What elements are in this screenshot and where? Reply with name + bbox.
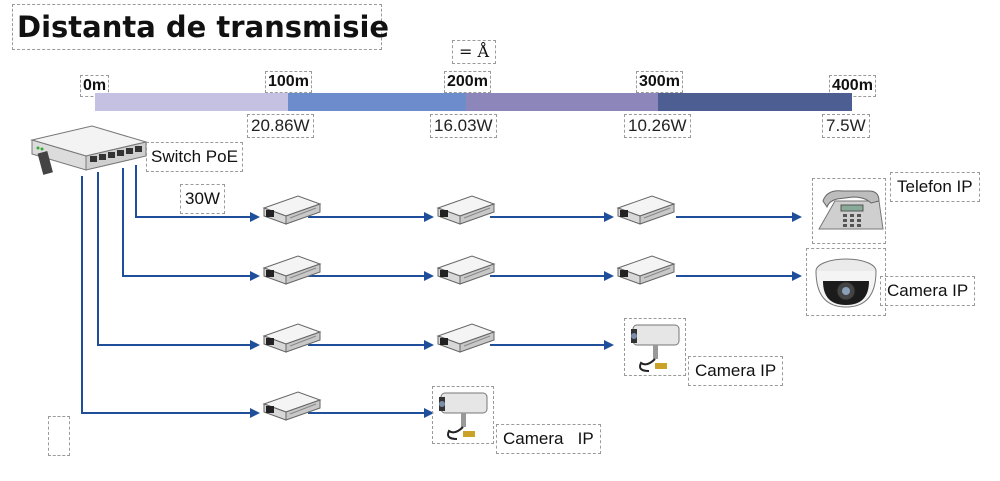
distance-label-2: 200m [444,71,491,93]
poe-extender-icon [262,391,322,421]
ip-phone-box [812,178,886,244]
wire-row-1 [135,165,260,222]
bullet-camera-icon [439,392,488,440]
poe-extender-icon [436,255,496,285]
bullet-camera-box-2 [432,386,494,444]
poe-switch-icon [30,125,148,175]
dome-camera-box [806,248,886,316]
wire-row-3 [97,172,260,350]
ip-phone-icon [818,190,884,230]
angstrom-symbol: = Å [452,40,496,64]
poe-extender-icon [262,255,322,285]
distance-segment-4 [658,93,852,111]
poe-extender-icon [262,323,322,353]
bullet-camera-box-1 [624,318,686,376]
distance-label-3: 300m [636,71,683,93]
distance-segment-3 [466,93,658,111]
dome-camera-icon [815,258,877,308]
power-label-100m: 20.86W [247,114,314,138]
poe-extender-icon [616,195,676,225]
distance-segment-1 [95,93,288,111]
empty-placeholder-box [48,416,70,456]
poe-extender-icon [262,195,322,225]
switch-poe-label: Switch PoE [146,142,243,172]
device-label-telefon-ip: Telefon IP [890,172,980,202]
wire-row-2 [122,168,260,281]
poe-extender-icon [616,255,676,285]
device-label-camera-ip-dome: Camera IP [880,276,976,306]
power-label-300m: 10.26W [624,114,691,138]
device-label-camera-ip-bullet-2: Camera IP [496,424,601,454]
power-label-200m: 16.03W [430,114,497,138]
distance-segment-2 [288,93,466,111]
input-power-label: 30W [180,184,225,214]
diagram-title: Distanta de transmisie [12,4,389,50]
distance-label-0: 0m [80,75,110,97]
wire-row-4 [81,176,260,418]
poe-extender-icon [436,195,496,225]
device-label-camera-ip-bullet-1: Camera IP [688,356,784,386]
distance-label-4: 400m [829,75,876,97]
bullet-camera-icon [631,324,680,372]
distance-label-1: 100m [265,71,312,93]
power-label-400m: 7.5W [822,114,870,138]
poe-extender-icon [436,323,496,353]
